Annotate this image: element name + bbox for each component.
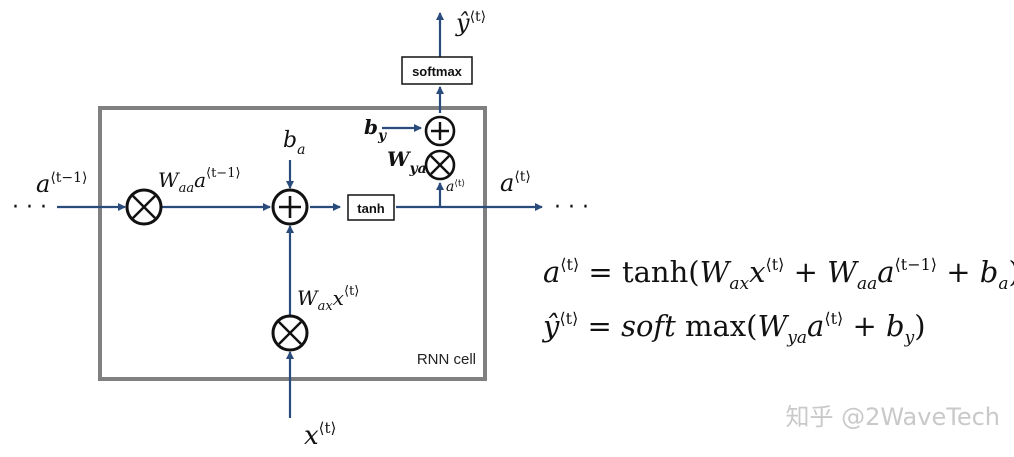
multiply-node-ax	[271, 314, 309, 352]
label-x-in: x⟨t⟩	[304, 419, 336, 451]
tanh-box: tanh	[347, 194, 395, 221]
watermark: 知乎 @2WaveTech	[785, 403, 1000, 431]
label-waa-a-prev: Waaa⟨t−1⟩	[158, 166, 241, 196]
label-a-out: a⟨t⟩	[500, 169, 531, 197]
label-a-small: a⟨t⟩	[446, 179, 465, 195]
add-node-hidden	[271, 188, 309, 226]
multiply-node-aa	[125, 188, 163, 226]
label-wax-x: Waxx⟨t⟩	[297, 284, 359, 314]
input-ellipsis: · · ·	[12, 195, 47, 220]
softmax-box: softmax	[401, 56, 473, 85]
connections	[57, 12, 543, 418]
label-b-a: ba	[283, 128, 305, 158]
rnn-cell-box	[98, 106, 487, 381]
label-y-hat: ŷ⟨t⟩	[455, 9, 486, 37]
rnn-cell-label: RNN cell	[417, 351, 476, 368]
equation-hidden-state: a⟨t⟩ = tanh(Waxx⟨t⟩ + Waaa⟨t−1⟩ + ba)	[543, 255, 1014, 294]
output-ellipsis: · · ·	[554, 195, 589, 220]
equation-output: ŷ⟨t⟩ = soft max(Wyaa⟨t⟩ + by)	[541, 309, 926, 348]
label-a-prev: a⟨t−1⟩	[36, 170, 88, 198]
svg-text:softmax: softmax	[412, 64, 463, 79]
multiply-node-ya	[424, 149, 456, 181]
add-node-output	[424, 115, 456, 147]
label-b-y: by	[364, 115, 387, 144]
label-w-ya: Wya	[387, 147, 427, 177]
svg-text:tanh: tanh	[357, 201, 385, 216]
